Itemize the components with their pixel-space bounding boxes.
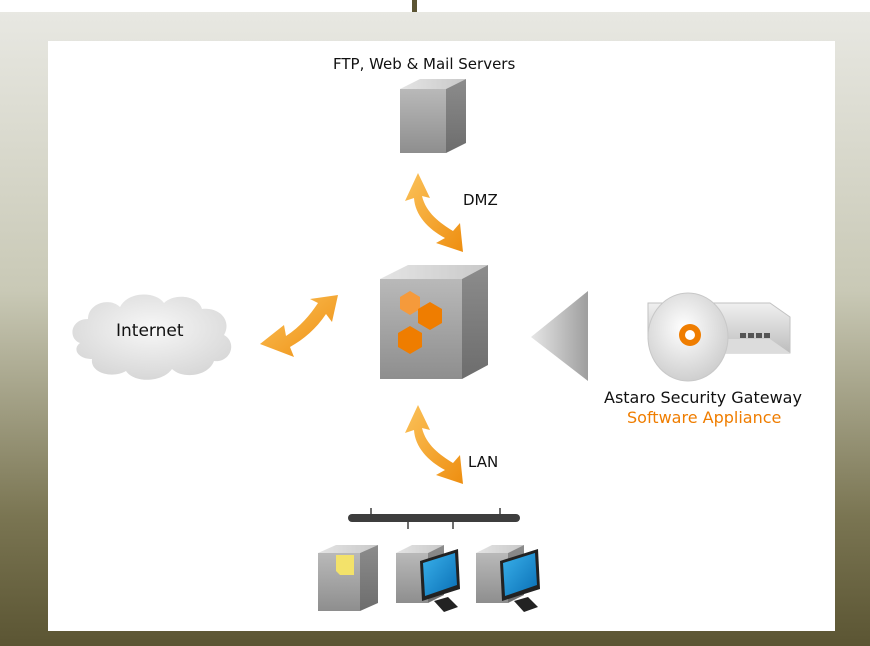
top-divider bbox=[412, 0, 417, 12]
top-bar bbox=[0, 0, 870, 12]
appliance-pointer-triangle bbox=[531, 291, 588, 381]
internet-cloud-icon bbox=[72, 294, 232, 380]
internet-label: Internet bbox=[116, 321, 184, 341]
lan-bus bbox=[348, 508, 520, 529]
dmz-label: DMZ bbox=[463, 191, 498, 209]
dmz-arrow bbox=[405, 173, 463, 252]
product-name: Astaro Security Gateway bbox=[604, 388, 802, 407]
astaro-logo-icon bbox=[398, 291, 442, 354]
product-subtitle: Software Appliance bbox=[627, 408, 782, 427]
lan-workstation-icon bbox=[476, 545, 540, 612]
dmz-server-box bbox=[400, 79, 466, 153]
servers-label: FTP, Web & Mail Servers bbox=[333, 55, 516, 73]
lan-server-icon bbox=[318, 545, 378, 611]
lan-workstation-icon bbox=[396, 545, 460, 612]
software-appliance-icon bbox=[647, 292, 791, 382]
lan-arrow bbox=[405, 405, 463, 484]
network-diagram bbox=[72, 79, 791, 612]
diagram-panel: FTP, Web & Mail Servers DMZ Internet LAN… bbox=[48, 41, 835, 631]
internet-arrow bbox=[260, 295, 338, 357]
lan-label: LAN bbox=[468, 453, 499, 471]
security-gateway-cube bbox=[380, 265, 488, 379]
